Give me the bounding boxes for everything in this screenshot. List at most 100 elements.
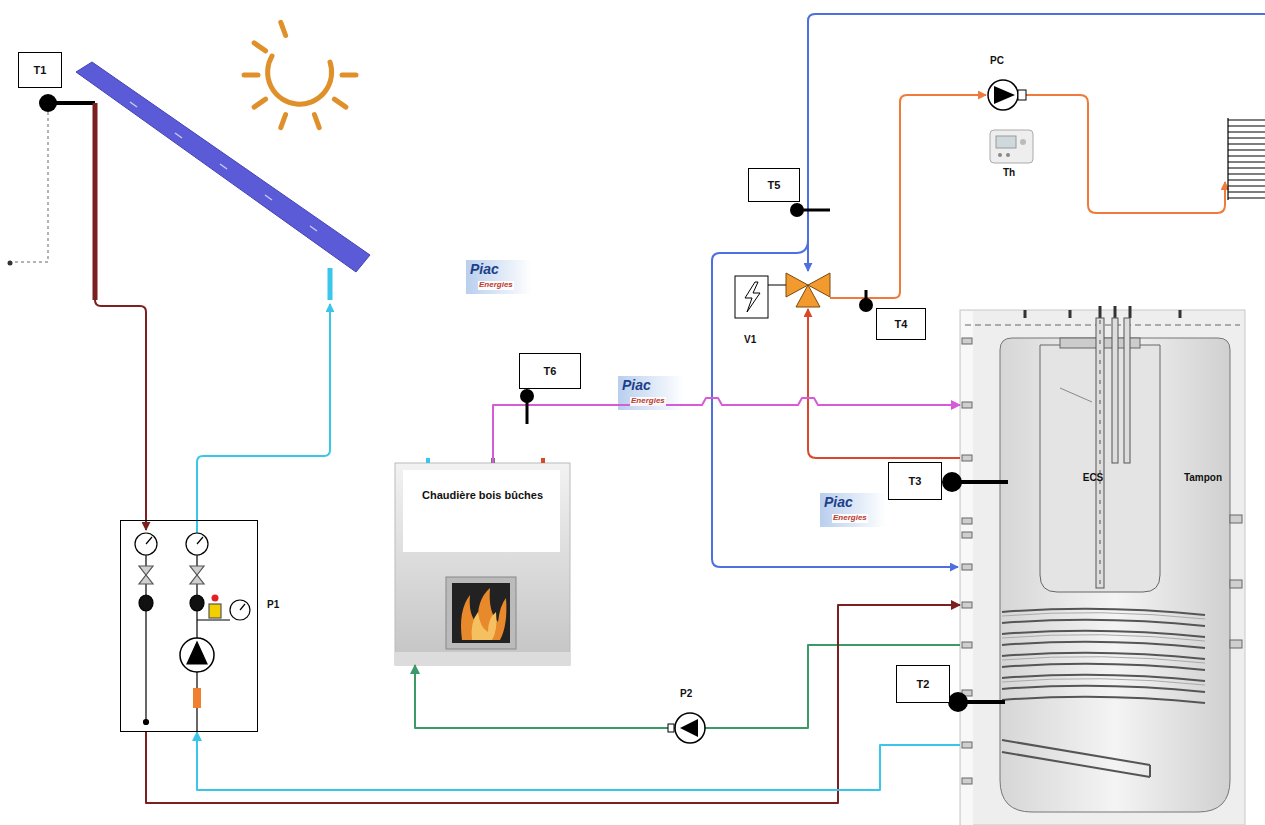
wood-boiler xyxy=(395,458,570,665)
collector-sensor xyxy=(8,261,13,266)
radiator-symbol xyxy=(1228,191,1265,192)
storage-tank-drawing xyxy=(1002,686,1205,692)
node-label: ECS xyxy=(1083,472,1104,484)
room-thermostat xyxy=(990,130,1033,163)
pump-station-parts xyxy=(212,595,219,602)
pump-station-parts xyxy=(190,566,204,575)
symbol-label: V1 xyxy=(744,334,756,345)
sensor-bulbs xyxy=(790,203,804,217)
pump-station-parts xyxy=(139,575,153,584)
three-way-valve xyxy=(745,282,760,312)
collector-sensor xyxy=(39,94,57,112)
storage-tank-drawing xyxy=(962,642,972,648)
storage-tank-drawing xyxy=(1002,635,1205,641)
boiler-pump xyxy=(675,713,705,743)
collector-sensor xyxy=(8,94,96,266)
node-label: T2 xyxy=(917,678,930,691)
pump-station: P1 xyxy=(120,520,258,732)
boiler-pump xyxy=(668,724,674,732)
node-label: T3 xyxy=(909,475,922,488)
storage-tank-drawing xyxy=(1112,318,1118,463)
three-way-valve xyxy=(735,276,768,318)
logo-watermark xyxy=(466,260,532,294)
sensor-box: T4 xyxy=(876,308,926,340)
storage-tank-drawing xyxy=(1060,388,1092,402)
pump-station-parts xyxy=(135,533,157,555)
storage-tank-drawing xyxy=(962,402,972,408)
distribution-pipes xyxy=(830,95,986,298)
pump-station-parts xyxy=(196,584,197,595)
storage-tank-drawing xyxy=(1002,664,1205,670)
radiator-symbol xyxy=(1228,155,1265,156)
room-thermostat xyxy=(990,130,1033,163)
distribution-pipes xyxy=(1026,95,1225,213)
circulator-pump xyxy=(988,80,1026,110)
storage-tank-drawing xyxy=(962,778,972,784)
pipe-connector xyxy=(493,398,960,463)
radiator-symbol xyxy=(1227,118,1228,200)
pump-station-parts xyxy=(180,638,214,672)
storage-tank-drawing xyxy=(1100,320,1101,586)
storage-tank-drawing xyxy=(1230,640,1242,648)
pump-station-parts xyxy=(145,555,146,566)
wood-boiler xyxy=(452,583,510,643)
sun-symbol xyxy=(244,22,356,127)
radiator-symbol xyxy=(1228,118,1265,200)
pump-station-parts xyxy=(186,533,208,555)
storage-tank-drawing xyxy=(1002,752,1150,777)
circulator-pump xyxy=(1018,90,1026,100)
pump-station-parts xyxy=(139,595,153,611)
sensor-box: T2 xyxy=(896,665,950,703)
radiator-symbol xyxy=(1228,173,1265,174)
radiator-symbol xyxy=(1228,125,1265,126)
storage-tank-drawing xyxy=(962,532,972,538)
pump-station-parts xyxy=(230,600,250,620)
wood-boiler xyxy=(541,458,545,463)
solar-collector xyxy=(130,102,317,231)
distribution-pipes xyxy=(712,240,958,567)
watermark-text: Energies xyxy=(832,514,868,523)
pump-station-parts xyxy=(144,720,149,725)
sun-symbol xyxy=(334,99,346,107)
wood-boiler xyxy=(403,470,560,552)
pump-station-parts xyxy=(146,537,152,544)
sensor-bulbs xyxy=(520,389,1008,712)
node-label: T1 xyxy=(34,64,47,77)
pump-station-parts xyxy=(193,688,201,708)
sensor-bulbs xyxy=(790,203,873,312)
boiler-pump xyxy=(680,719,698,737)
storage-tank-drawing xyxy=(1124,318,1130,463)
three-way-valve xyxy=(796,285,820,307)
logo-watermark xyxy=(820,493,886,527)
radiator-symbol xyxy=(1228,161,1265,162)
sun-symbol xyxy=(281,22,286,35)
storage-tank-drawing xyxy=(962,742,972,748)
wood-boiler xyxy=(461,588,506,640)
watermark-text: Piac xyxy=(470,262,499,277)
collector-sensor xyxy=(12,112,48,262)
storage-tank-drawing xyxy=(962,338,1242,784)
node-label: T4 xyxy=(895,318,908,331)
room-thermostat xyxy=(998,153,1002,157)
wood-boiler xyxy=(395,652,570,665)
storage-tank-drawing xyxy=(962,602,972,608)
solar-loop-pipe xyxy=(93,103,98,300)
storage-tank-drawing xyxy=(1099,306,1102,318)
distribution-pipes xyxy=(808,14,1265,271)
storage-tank-drawing xyxy=(1129,306,1132,318)
room-thermostat xyxy=(1020,139,1026,145)
symbol-label: Th xyxy=(1003,167,1015,178)
symbol-label: P2 xyxy=(680,688,692,699)
sun-symbol xyxy=(314,115,319,128)
storage-tank-drawing xyxy=(1002,657,1205,663)
circulator-pump xyxy=(988,80,1018,110)
radiator-symbol xyxy=(1228,137,1265,138)
node-label: T5 xyxy=(768,179,781,192)
radiator-symbol xyxy=(1228,131,1265,132)
watermark-text: Piac xyxy=(824,495,853,510)
